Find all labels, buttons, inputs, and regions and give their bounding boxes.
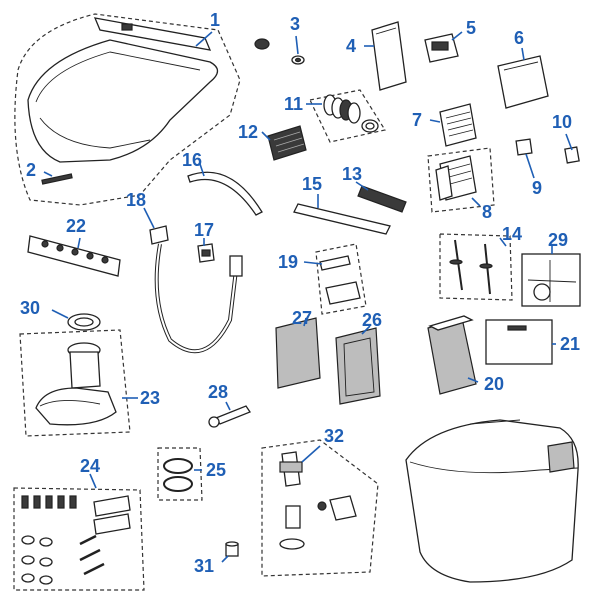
- callout-26: 26: [362, 310, 382, 330]
- part-22-terminal-block[interactable]: [27, 235, 121, 277]
- hardware-bolts: [21, 495, 105, 576]
- part-4-cover-panel[interactable]: [371, 21, 407, 91]
- callout-28: 28: [208, 382, 228, 402]
- part-6-plate[interactable]: [497, 55, 549, 109]
- part-16-strap[interactable]: [187, 171, 263, 216]
- callout-5: 5: [466, 18, 476, 38]
- part-25-o-rings[interactable]: [157, 447, 203, 501]
- part-1-seat-lid[interactable]: [14, 13, 241, 206]
- callout-7: 7: [412, 110, 422, 130]
- part-32-valve-kit[interactable]: [261, 439, 379, 577]
- part-11-valve-stack[interactable]: [309, 89, 386, 143]
- callout-13: 13: [342, 164, 362, 184]
- part-21-card[interactable]: [485, 319, 553, 365]
- part-30-flange-ring[interactable]: [67, 313, 101, 331]
- part-24-hardware-kit[interactable]: [13, 487, 145, 591]
- part-2-seat-bumper[interactable]: [41, 173, 73, 185]
- part-13-strip[interactable]: [357, 185, 407, 213]
- callout-6: 6: [514, 28, 524, 48]
- part-20-manual[interactable]: [427, 315, 477, 395]
- part-23-flange-assembly[interactable]: [19, 329, 131, 437]
- callout-17: 17: [194, 220, 214, 240]
- callout-24: 24: [80, 456, 100, 476]
- part-14-bolt-kit[interactable]: [439, 233, 513, 301]
- part-7-vent-grille[interactable]: [439, 103, 477, 147]
- part-3-cap-nut[interactable]: [254, 38, 305, 65]
- callout-22: 22: [66, 216, 86, 236]
- part-15-bracket-bar[interactable]: [293, 203, 391, 235]
- part-29-template[interactable]: [521, 253, 581, 307]
- callout-3: 3: [290, 14, 300, 34]
- callout-25: 25: [206, 460, 226, 480]
- part-17-clip[interactable]: [197, 243, 215, 263]
- callout-4: 4: [346, 36, 356, 56]
- callout-8: 8: [482, 202, 492, 222]
- callout-29: 29: [548, 230, 568, 250]
- part-18-supply-hose[interactable]: [149, 225, 243, 354]
- hardware-brackets: [93, 495, 131, 535]
- callout-9: 9: [532, 178, 542, 198]
- callout-21: 21: [560, 334, 580, 354]
- callout-10: 10: [552, 112, 572, 132]
- callout-20: 20: [484, 374, 504, 394]
- callout-32: 32: [324, 426, 344, 446]
- callout-labels: 1 2 3 4 5 6 7 8 9 10 11 12 13 15 16 17 1…: [20, 10, 580, 576]
- part-19-sensor-bracket[interactable]: [315, 243, 367, 315]
- part-28-wrench[interactable]: [208, 405, 251, 428]
- hardware-washers: [21, 535, 53, 585]
- callout-19: 19: [278, 252, 298, 272]
- callout-11: 11: [284, 94, 303, 114]
- part-31-spacer[interactable]: [225, 541, 239, 557]
- callout-12: 12: [238, 122, 258, 142]
- callout-30: 30: [20, 298, 40, 318]
- leader-lines: [43, 31, 573, 563]
- part-27-side-panel[interactable]: [275, 317, 321, 389]
- callout-16: 16: [182, 150, 202, 170]
- callout-1: 1: [210, 10, 220, 30]
- part-9-pad[interactable]: [515, 138, 533, 156]
- part-26-side-panel[interactable]: [335, 327, 381, 405]
- part-12-foam-block[interactable]: [267, 125, 307, 161]
- part-5-control-module[interactable]: [424, 33, 459, 63]
- callout-15: 15: [302, 174, 322, 194]
- callout-14: 14: [502, 224, 522, 244]
- callout-27: 27: [292, 308, 312, 328]
- callout-31: 31: [194, 556, 214, 576]
- part-8-vent-assembly[interactable]: [427, 147, 495, 213]
- assembled-toilet: [405, 419, 579, 583]
- callout-18: 18: [126, 190, 146, 210]
- callout-23: 23: [140, 388, 160, 408]
- callout-2: 2: [26, 160, 36, 180]
